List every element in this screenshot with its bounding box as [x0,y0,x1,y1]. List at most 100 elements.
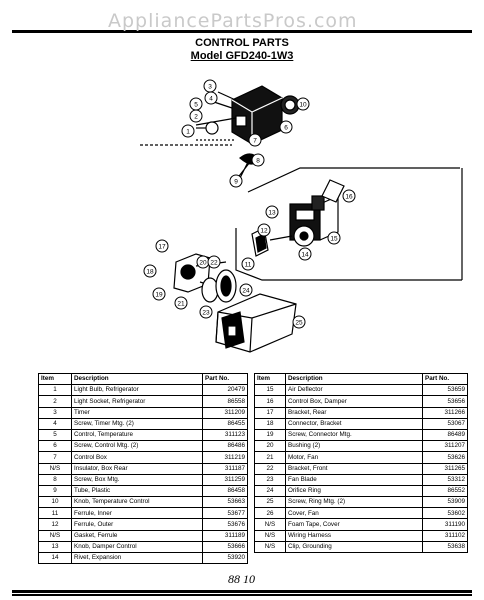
item-cell: 11 [38,507,72,520]
description-cell: Air Deflector [285,384,423,397]
description-cell: Bracket, Rear [285,406,423,419]
table-header-row: Item Description Part No. [254,372,468,386]
part-number-cell: 53626 [422,451,468,464]
item-cell: 26 [254,507,286,520]
svg-text:7: 7 [253,137,257,144]
bottom-rule [12,590,472,593]
description-cell: Light Bulb, Refrigerator [71,384,203,397]
item-cell: 22 [254,462,286,475]
item-cell: 16 [254,395,286,408]
part-number-cell: 53920 [202,551,248,565]
item-cell: N/S [38,529,72,542]
callout-16: 16 [342,189,356,203]
light-bulb-drawing [205,121,219,135]
page-title: CONTROL PARTS [195,37,289,49]
callout-25: 25 [292,315,306,329]
table-header-row: Item Description Part No. [38,372,248,386]
item-cell: 10 [38,496,72,509]
item-cell: 15 [254,384,286,397]
part-number-cell: 53676 [202,518,248,531]
item-cell: 4 [38,417,72,430]
part-number-cell: 53666 [202,540,248,554]
part-number-cell: 86489 [422,428,468,442]
description-cell: Connector, Bracket [285,417,423,430]
callout-12: 12 [257,223,271,237]
callout-22: 22 [207,255,221,269]
svg-text:17: 17 [158,243,166,250]
description-cell: Ferrule, Inner [71,507,203,520]
svg-text:8: 8 [256,157,260,164]
callout-10: 10 [296,97,310,111]
callout-18: 18 [143,264,157,278]
item-cell: 14 [38,551,72,565]
svg-text:6: 6 [284,124,288,131]
svg-text:20: 20 [199,259,207,266]
description-cell: Screw, Connector Mtg. [285,428,423,442]
fan-blade-drawing [201,277,219,303]
callout-7: 7 [248,133,262,147]
description-cell: Control Box, Damper [285,395,423,408]
top-rule [12,30,472,33]
part-number-cell: 53638 [422,540,468,554]
svg-text:25: 25 [295,319,303,326]
description-cell: Screw, Box Mtg. [71,473,203,486]
item-cell: 6 [38,440,72,453]
column-header-part: Part No. [202,372,248,386]
description-cell: Knob, Damper Control [71,540,203,554]
description-cell: Rivet, Expansion [71,551,203,565]
callout-11: 11 [241,257,255,271]
part-number-cell: 311123 [202,428,248,442]
svg-text:9: 9 [234,178,238,185]
description-cell: Bushing (2) [285,440,423,453]
description-cell: Bracket, Front [285,462,423,475]
item-cell: 3 [38,406,72,419]
part-number-cell: 311190 [422,518,468,531]
callout-5: 5 [189,97,203,111]
item-cell: 12 [38,518,72,531]
description-cell: Clip, Grounding [285,540,423,554]
description-cell: Timer [71,406,203,419]
svg-text:2: 2 [194,113,198,120]
description-cell: Gasket, Ferrule [71,529,203,542]
callout-15: 15 [327,231,341,245]
part-number-cell: 53663 [202,496,248,509]
item-cell: 18 [254,417,286,430]
callout-6: 6 [279,120,293,134]
svg-text:24: 24 [242,287,250,294]
svg-text:21: 21 [177,300,185,307]
svg-text:10: 10 [299,101,307,108]
watermark: AppliancePartsPros.com [108,10,358,32]
item-cell: 13 [38,540,72,554]
column-header-description: Description [71,372,203,386]
callout-21: 21 [174,296,188,310]
item-cell: 25 [254,496,286,509]
svg-text:14: 14 [301,251,309,258]
svg-text:15: 15 [330,235,338,242]
svg-text:19: 19 [155,291,163,298]
callout-4: 4 [204,91,218,105]
column-header-part: Part No. [422,372,468,386]
item-cell: 17 [254,406,286,419]
part-number-cell: 311265 [422,462,468,475]
